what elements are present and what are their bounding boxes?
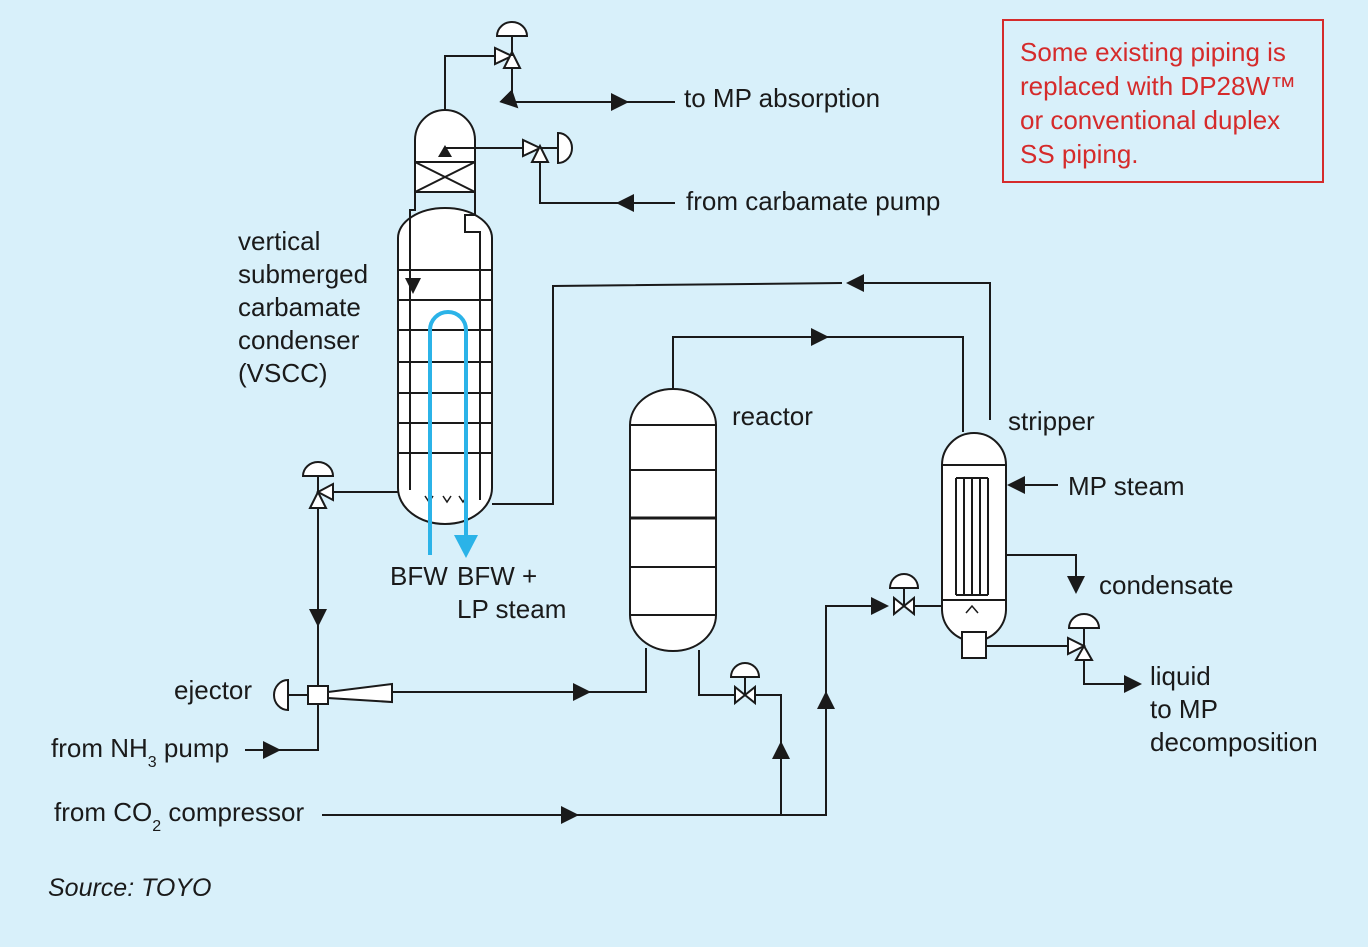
label-liquid-to-mp-decomposition: liquid to MP decomposition — [1150, 660, 1318, 759]
control-valve-icon — [888, 573, 920, 617]
control-valve-icon — [522, 131, 573, 165]
label-nh3-suffix: pump — [156, 733, 229, 763]
label-from-carbamate-pump: from carbamate pump — [686, 186, 941, 216]
note-line: SS piping. — [1020, 139, 1139, 169]
label-vscc-line: submerged — [238, 259, 369, 289]
label-vscc-line: condenser — [238, 325, 360, 355]
label-mp-steam: MP steam — [1068, 471, 1185, 501]
note-line: or conventional duplex — [1020, 105, 1281, 135]
source-credit: Source: TOYO — [48, 874, 212, 902]
label-liquid-line: decomposition — [1150, 727, 1318, 757]
label-vscc-line: carbamate — [238, 292, 361, 322]
reactor-vessel — [629, 388, 717, 652]
label-co2-subscript: 2 — [152, 818, 162, 835]
label-reactor: reactor — [732, 401, 813, 431]
label-from-nh3-pump: from NH3 pump — [51, 732, 229, 771]
ejector-icon — [273, 678, 393, 712]
label-bfw-lp-steam-line: LP steam — [457, 594, 567, 624]
label-bfw: BFW — [390, 561, 448, 591]
label-nh3-prefix: from NH — [51, 733, 148, 763]
label-to-mp-absorption: to MP absorption — [684, 83, 881, 113]
note-line: Some existing piping is — [1020, 37, 1286, 67]
label-vscc-line: (VSCC) — [238, 358, 328, 388]
bfw-outlet-arrow — [454, 535, 478, 558]
piping — [245, 55, 1142, 824]
note-line: replaced with DP28W™ — [1020, 71, 1296, 101]
stripper-vessel — [941, 432, 1007, 659]
label-from-co2-compressor: from CO2 compressor — [54, 796, 305, 835]
label-co2-prefix: from CO — [54, 797, 153, 827]
label-nh3-subscript: 3 — [147, 754, 157, 771]
control-valve-icon — [301, 461, 335, 509]
bfw-tube — [428, 310, 468, 555]
note-box: Some existing piping is replaced with DP… — [1002, 19, 1324, 183]
control-valve-icon — [729, 662, 761, 706]
label-stripper: stripper — [1008, 406, 1095, 436]
label-condensate: condensate — [1099, 570, 1234, 600]
label-liquid-line: liquid — [1150, 661, 1211, 691]
label-bfw-lp-steam-line: BFW + — [457, 561, 538, 591]
label-liquid-line: to MP — [1150, 694, 1218, 724]
label-vscc-line: vertical — [238, 226, 321, 256]
control-valve-icon — [1067, 613, 1101, 661]
label-bfw-lp-steam: BFW + LP steam — [457, 560, 566, 626]
label-ejector: ejector — [174, 675, 253, 705]
vscc-vessel — [397, 109, 493, 525]
label-vscc: vertical submerged carbamate condenser (… — [238, 225, 368, 390]
control-valve-icon — [494, 21, 529, 69]
label-co2-suffix: compressor — [161, 797, 305, 827]
